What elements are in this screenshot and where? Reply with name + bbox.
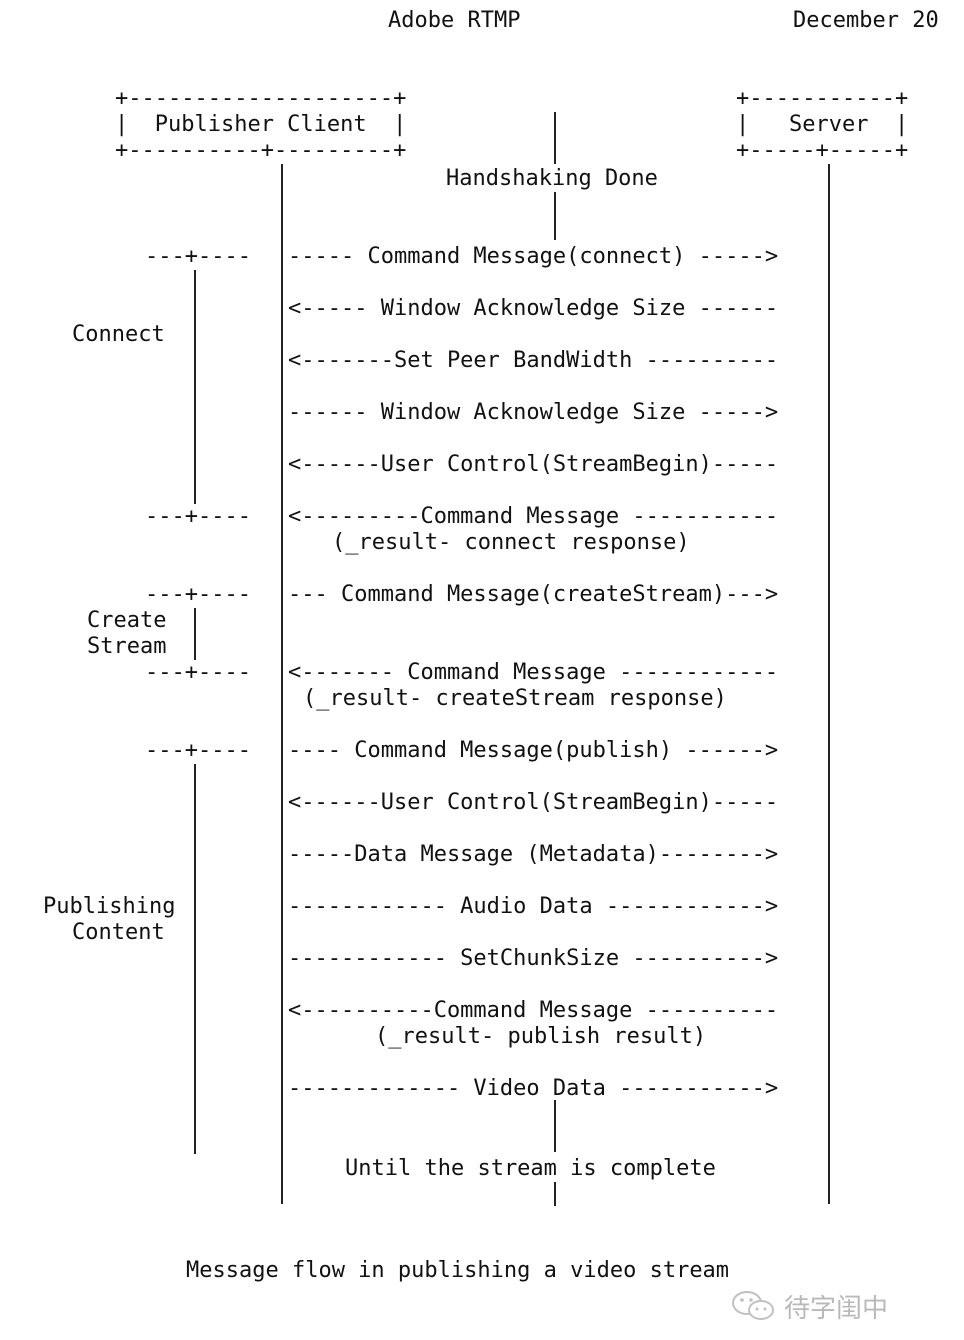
wechat-icon [732,1291,774,1320]
client-lifeline [281,164,283,1204]
message-video-data: ------------- Video Data -----------> [288,1076,779,1101]
message-create-stream-result: <------- Command Message ------------ [288,660,779,685]
client-box-bottom: +----------+---------+ [115,138,407,163]
watermark: 待字闺中 [730,1286,888,1326]
connect-label: Connect [72,322,165,347]
message-window-ack-size-out: ------ Window Acknowledge Size -----> [288,400,779,425]
message-audio-data: ------------ Audio Data ------------> [288,894,779,919]
header-left: Adobe RTMP [388,8,521,33]
message-connect-result-sub: (_result- connect response) [332,530,690,555]
create-stream-bracket [194,608,196,660]
middle-line-end [554,1182,556,1206]
message-publish-result: <----------Command Message ---------- [288,998,779,1023]
message-connect-command: ----- Command Message(connect) -----> [288,244,779,269]
client-box-top: +--------------------+ [115,86,407,111]
server-box-bottom: +-----+-----+ [736,138,909,163]
message-publish-result-sub: (_result- publish result) [375,1024,707,1049]
until-complete-label: Until the stream is complete [345,1156,716,1181]
message-create-stream-command: --- Command Message(createStream)---> [288,582,779,607]
handshake-label: Handshaking Done [446,166,658,191]
create-stream-label-line1: Create [87,608,167,633]
publishing-start-tick: ---+---- [145,738,251,763]
message-window-ack-size-in: <----- Window Acknowledge Size ------ [288,296,779,321]
message-set-chunk-size: ------------ SetChunkSize ----------> [288,946,779,971]
message-create-stream-result-sub: (_result- createStream response) [303,686,727,711]
middle-line-bottom [554,1100,556,1152]
publishing-label-line2: Content [72,920,165,945]
connect-end-tick: ---+---- [145,504,251,529]
create-stream-end-tick: ---+---- [145,660,251,685]
connect-bracket [194,270,196,504]
client-box-label: | Publisher Client | [115,112,407,137]
publishing-label-line1: Publishing [43,894,176,919]
watermark-text: 待字闺中 [784,1293,889,1324]
create-stream-start-tick: ---+---- [145,582,251,607]
message-user-control-stream-begin-1: <------User Control(StreamBegin)----- [288,452,779,477]
figure-caption: Message flow in publishing a video strea… [186,1258,730,1283]
middle-line-top [554,112,556,164]
message-connect-result: <---------Command Message ----------- [288,504,779,529]
connect-start-tick: ---+---- [145,244,251,269]
message-publish-command: ---- Command Message(publish) ------> [288,738,779,763]
create-stream-label-line2: Stream [87,634,167,659]
message-set-peer-bandwidth: <-------Set Peer BandWidth ---------- [288,348,779,373]
server-box-top: +-----------+ [736,86,909,111]
server-lifeline [828,164,830,1204]
server-box-label: | Server | [736,112,909,137]
message-metadata: -----Data Message (Metadata)--------> [288,842,779,867]
message-user-control-stream-begin-2: <------User Control(StreamBegin)----- [288,790,779,815]
header-right: December 20 [793,8,939,33]
middle-line-handshake [554,192,556,240]
publishing-bracket [194,764,196,1154]
